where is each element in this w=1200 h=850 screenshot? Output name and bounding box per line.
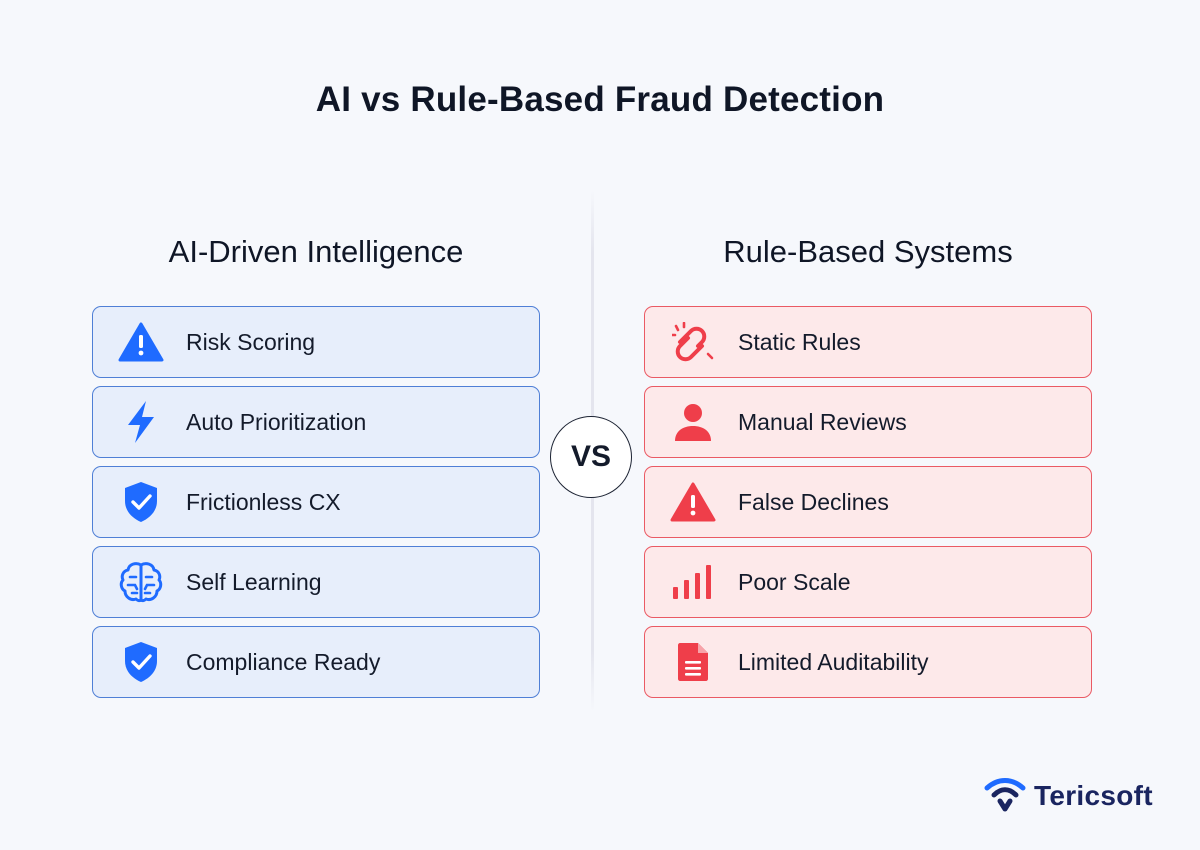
rules-feature-list: Static Rules Manual Reviews False Declin…: [644, 306, 1092, 706]
brand-logo: Tericsoft: [984, 776, 1153, 816]
brand-name: Tericsoft: [1034, 780, 1153, 811]
rules-item-label: Poor Scale: [738, 568, 851, 595]
ai-feature-list: Risk Scoring Auto Prioritization Frictio…: [92, 306, 540, 706]
brain-icon: [118, 559, 164, 605]
rules-item-static-rules: Static Rules: [644, 306, 1092, 378]
warning-triangle-icon: [670, 479, 716, 525]
shield-check-icon: [118, 479, 164, 525]
rules-item-limited-auditability: Limited Auditability: [644, 626, 1092, 698]
vs-badge: VS: [550, 416, 632, 498]
ai-column-heading: AI-Driven Intelligence: [168, 234, 464, 269]
ai-item-compliance-ready: Compliance Ready: [92, 626, 540, 698]
rules-item-label: Static Rules: [738, 328, 861, 355]
shield-check-icon: [118, 639, 164, 685]
warning-triangle-icon: [118, 319, 164, 365]
ai-item-risk-scoring: Risk Scoring: [92, 306, 540, 378]
rules-column-heading: Rule-Based Systems: [723, 234, 1013, 269]
rules-item-label: Limited Auditability: [738, 648, 929, 675]
wifi-logo-icon: [984, 776, 1026, 817]
ai-item-label: Auto Prioritization: [186, 408, 367, 435]
lightning-bolt-icon: [118, 399, 164, 445]
ai-item-label: Frictionless CX: [186, 488, 341, 515]
rules-item-manual-reviews: Manual Reviews: [644, 386, 1092, 458]
broken-link-icon: [670, 319, 716, 365]
ai-item-label: Risk Scoring: [186, 328, 316, 355]
ai-item-self-learning: Self Learning: [92, 546, 540, 618]
document-icon: [670, 639, 716, 685]
ai-item-label: Compliance Ready: [186, 648, 381, 675]
rules-item-label: Manual Reviews: [738, 408, 907, 435]
person-icon: [670, 399, 716, 445]
ai-item-frictionless-cx: Frictionless CX: [92, 466, 540, 538]
page-title: AI vs Rule-Based Fraud Detection: [315, 80, 885, 119]
rules-item-false-declines: False Declines: [644, 466, 1092, 538]
ai-item-label: Self Learning: [186, 568, 322, 595]
ai-item-auto-prioritization: Auto Prioritization: [92, 386, 540, 458]
rules-item-poor-scale: Poor Scale: [644, 546, 1092, 618]
rules-item-label: False Declines: [738, 488, 889, 515]
bar-chart-icon: [670, 559, 716, 605]
